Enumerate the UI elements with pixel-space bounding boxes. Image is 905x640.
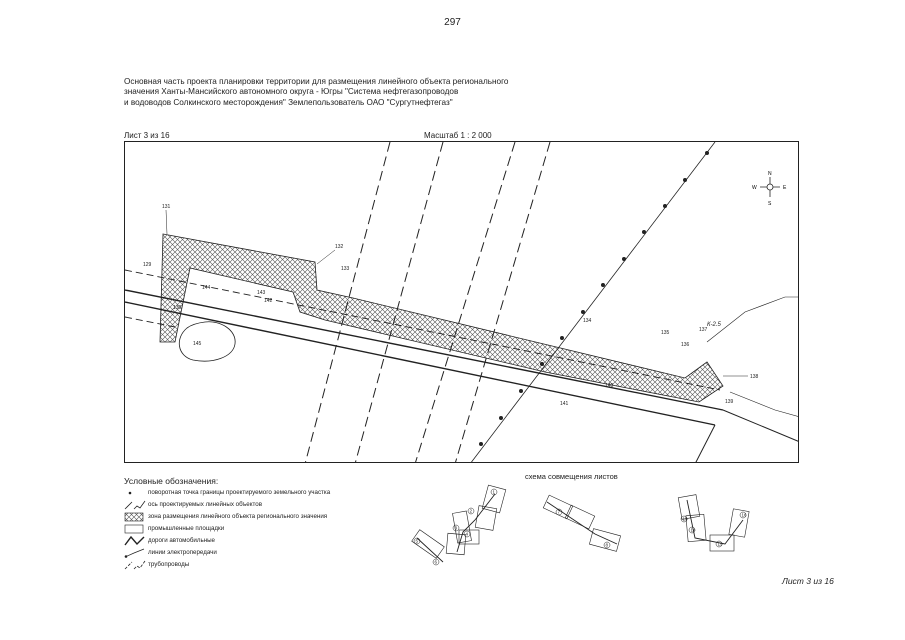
point-label: 130 xyxy=(173,305,182,311)
road-line xyxy=(125,301,716,426)
legend-label: промышленные площадки xyxy=(148,525,225,532)
pipeline-icon xyxy=(124,560,146,569)
scheme-sheet-label: 13 xyxy=(683,517,689,522)
industrial-site-145 xyxy=(179,321,236,362)
road-icon xyxy=(124,535,145,545)
scheme-sheet-label: 4 xyxy=(466,532,469,537)
compass-w: W xyxy=(752,185,757,191)
title-line: и водоводов Солкинского месторождения" З… xyxy=(124,97,453,107)
terrain-contour xyxy=(729,391,798,417)
point-label: 137 xyxy=(699,327,708,333)
map-frame: N S W E 131 132 133 129 130 144 143 142 … xyxy=(124,141,799,463)
legend-label: трубопроводы xyxy=(148,561,190,568)
legend-label: поворотная точка границы проектируемого … xyxy=(148,489,331,496)
axis-line-icon xyxy=(124,500,146,509)
legend-item: промышленные площадки xyxy=(124,523,224,534)
scheme-group-3 xyxy=(677,494,750,552)
sheet-label: Лист 3 из 16 xyxy=(124,131,170,140)
power-line xyxy=(471,142,716,462)
point-label: 142 xyxy=(264,298,273,304)
legend-title: Условные обозначения: xyxy=(124,476,219,486)
linear-object-zone xyxy=(159,233,724,403)
legend-label: линии электропередачи xyxy=(148,549,217,556)
point-label: 133 xyxy=(341,266,350,272)
scheme-sheet-label: 6 xyxy=(435,560,438,565)
point-label: 134 xyxy=(583,318,592,324)
legend-item: дороги автомобильные xyxy=(124,535,215,546)
page-number: 297 xyxy=(444,17,461,28)
road-line xyxy=(695,424,716,462)
scheme-sheet-label: 8 xyxy=(606,543,609,548)
scheme-sheet-label: 2 xyxy=(470,509,473,514)
scheme-group-1 xyxy=(411,484,507,563)
legend-item: зона размещения линейного объекта регион… xyxy=(124,511,327,522)
pipeline-line xyxy=(125,316,176,328)
pipeline-line xyxy=(305,142,391,462)
compass-e: E xyxy=(783,185,787,191)
power-line-poles xyxy=(479,151,709,446)
point-label: 144 xyxy=(202,285,211,291)
scheme-title: схема совмещения листов xyxy=(525,472,618,481)
point-label: 138 xyxy=(750,374,759,380)
map-canvas: N S W E 131 132 133 129 130 144 143 142 … xyxy=(125,142,798,462)
legend-label: ось проектируемых линейных объектов xyxy=(148,501,262,508)
point-label: 143 xyxy=(257,290,266,296)
power-line-icon xyxy=(124,548,145,558)
pipeline-line xyxy=(455,142,551,462)
terrain-contour xyxy=(706,296,798,343)
scheme-sheet-label: 1 xyxy=(493,490,496,495)
point-label: 140 xyxy=(605,383,614,389)
scale-label: Масштаб 1 : 2 000 xyxy=(424,131,492,140)
point-label: 136 xyxy=(681,342,690,348)
legend-item: линии электропередачи xyxy=(124,547,217,558)
point-label: 141 xyxy=(560,401,569,407)
scheme-sheet-label: 16 xyxy=(742,513,748,518)
hatched-zone-icon xyxy=(124,512,144,521)
footer-sheet-label: Лист 3 из 16 xyxy=(782,576,834,586)
compass-n: N xyxy=(768,171,772,177)
legend-item: трубопроводы xyxy=(124,559,189,570)
industrial-site-icon xyxy=(124,524,144,533)
road-line xyxy=(125,289,724,411)
title-line: значения Ханты-Мансийского автономного о… xyxy=(124,87,459,97)
scheme-sheet-label: 15 xyxy=(718,542,724,547)
pipeline-line xyxy=(125,269,721,391)
scheme-sheet-label: 3 xyxy=(455,526,458,531)
sheet-layout-scheme: 1 2 3 4 5 6 7 8 xyxy=(395,482,775,582)
scheme-sheet-label: 14 xyxy=(691,528,697,533)
point-label: 132 xyxy=(335,244,344,250)
scheme-sheet-label: 7 xyxy=(558,510,561,515)
legend-item: ось проектируемых линейных объектов xyxy=(124,499,262,510)
document-title: Основная часть проекта планировки террит… xyxy=(124,77,594,108)
title-line: Основная часть проекта планировки террит… xyxy=(124,77,509,86)
pipeline-line xyxy=(355,142,444,462)
legend-label: зона размещения линейного объекта регион… xyxy=(148,513,328,520)
point-label: 131 xyxy=(162,204,171,210)
road-line xyxy=(722,409,798,442)
scheme-sheet-label: 5 xyxy=(416,539,419,544)
compass-s: S xyxy=(768,201,772,207)
point-label: 129 xyxy=(143,262,152,268)
compass-icon: N S W E xyxy=(752,171,787,207)
pipeline-line xyxy=(415,142,516,462)
legend-label: дороги автомобильные xyxy=(148,537,215,544)
point-label: К-2.5 xyxy=(707,322,722,328)
point-label: 139 xyxy=(725,399,734,405)
point-label: 145 xyxy=(193,341,202,347)
point-label: 135 xyxy=(661,330,670,336)
turning-point-icon xyxy=(128,491,132,494)
scheme-group-2 xyxy=(542,494,621,552)
legend-item: поворотная точка границы проектируемого … xyxy=(124,487,330,498)
